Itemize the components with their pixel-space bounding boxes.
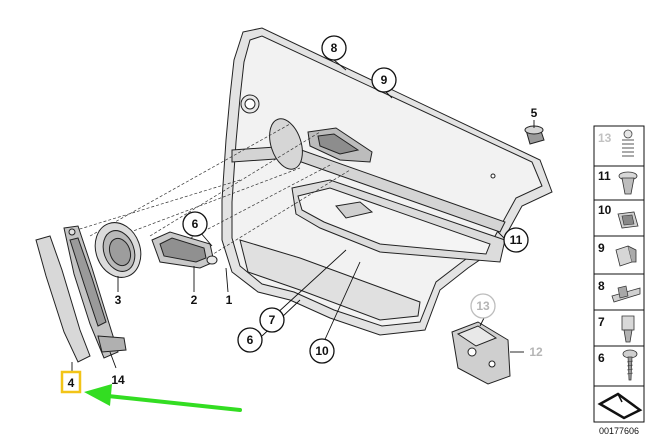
expanding-rivet-icon [618,171,638,195]
callout-13: 13 [470,293,496,319]
callout-10: 10 [309,338,335,364]
svg-text:6: 6 [598,351,605,365]
svg-text:10: 10 [598,203,612,217]
pull-handle-carrier [63,225,127,359]
svg-text:7: 7 [598,315,605,329]
speaker-cover [94,222,142,278]
svg-text:4: 4 [68,376,75,390]
callout-3: 3 [115,293,122,307]
legend-footer: 00177606 [593,385,645,436]
expanding-nut [524,125,545,145]
callout-14: 14 [111,373,125,387]
svg-text:11: 11 [598,169,611,183]
push-clip-icon [621,315,635,343]
svg-text:8: 8 [331,41,338,55]
legend-item-13: 13 [593,125,645,167]
svg-text:13: 13 [598,131,612,145]
callout-9: 9 [371,67,397,93]
callout-12: 12 [529,345,543,359]
callout-6-lower: 6 [237,327,263,353]
support-bracket [451,321,511,385]
callout-11: 11 [503,227,529,253]
pull-handle-trim [35,235,91,363]
callout-2: 2 [191,293,198,307]
callout-7: 7 [259,307,285,333]
callout-8: 8 [321,35,347,61]
bracket-clip-icon [611,285,641,303]
screw-icon [622,349,638,381]
fastener-legend: 13 11 10 9 [593,125,645,436]
callout-5: 5 [531,106,538,120]
legend-item-7: 7 [593,309,645,347]
green-pointer-arrow-icon [84,384,242,412]
callout-1: 1 [226,293,233,307]
svg-text:7: 7 [269,313,276,327]
inner-handle [151,231,218,269]
square-clip-icon [617,211,639,229]
svg-text:6: 6 [247,333,254,347]
svg-text:9: 9 [598,241,605,255]
callout-4-highlight[interactable]: 4 [60,370,82,394]
spring-clip-icon [622,129,634,157]
legend-item-9: 9 [593,235,645,275]
svg-text:13: 13 [476,299,490,313]
callout-6-upper: 6 [182,211,208,237]
svg-text:6: 6 [192,217,199,231]
svg-text:10: 10 [315,344,329,358]
svg-text:11: 11 [510,233,523,247]
door-panel [221,27,553,336]
document-number: 00177606 [599,426,639,436]
sheet-metal-icon [597,392,643,420]
svg-text:9: 9 [381,73,388,87]
flag-clip-icon [615,245,637,267]
legend-item-8: 8 [593,273,645,311]
legend-item-6: 6 [593,345,645,387]
svg-text:8: 8 [598,279,605,293]
legend-item-10: 10 [593,199,645,237]
legend-item-11: 11 [593,165,645,201]
